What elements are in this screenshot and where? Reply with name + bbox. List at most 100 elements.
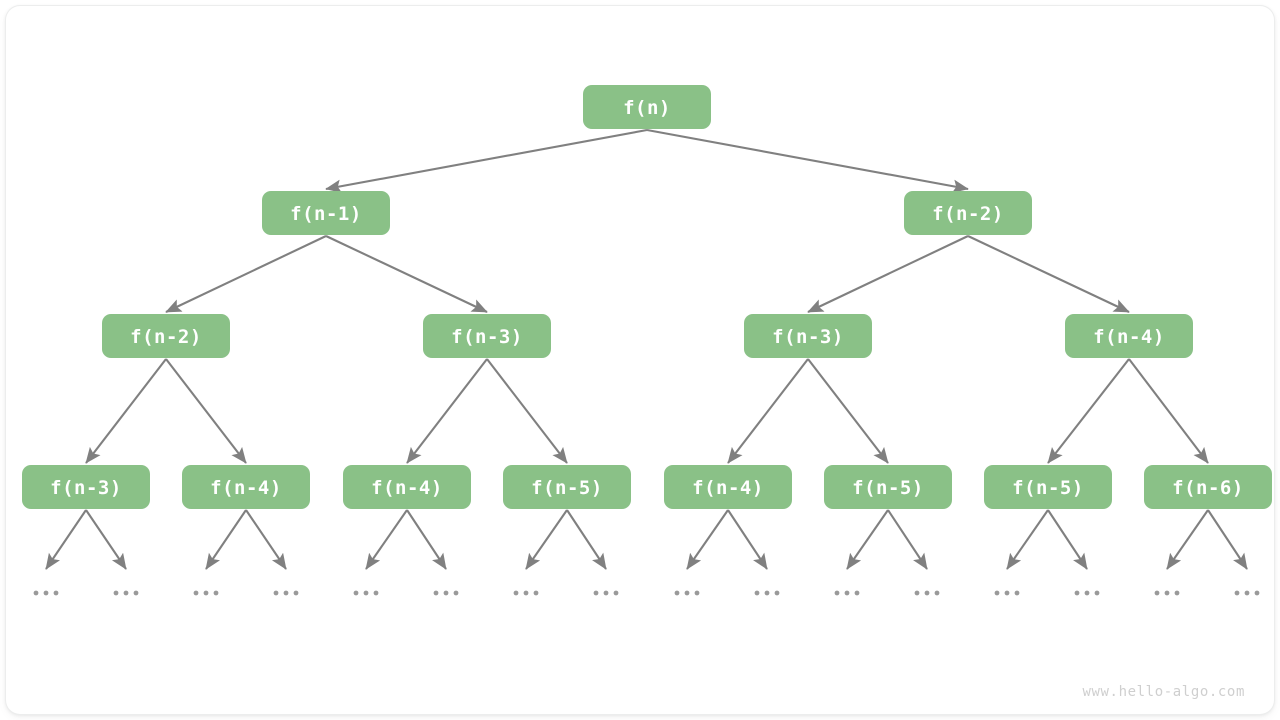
ellipsis-marker [1234,590,1260,596]
leaf-stub-arrow [245,509,287,570]
watermark-label: www.hello-algo.com [1082,684,1245,700]
tree-edge-arrow [486,358,568,464]
ellipsis-dot [533,590,539,596]
ellipsis-dot [453,590,459,596]
node-box [1065,314,1193,358]
ellipsis-marker [674,590,700,596]
ellipsis-dot [924,590,930,596]
tree-node: f(n-3) [22,465,150,509]
ellipsis-dot [834,590,840,596]
ellipsis-dot [854,590,860,596]
ellipsis-dot [1004,590,1010,596]
ellipsis-dot [1094,590,1100,596]
ellipsis-dot [33,590,39,596]
tree-edge-arrow [807,358,889,464]
ellipsis-dot [133,590,139,596]
tree-node: f(n-4) [664,465,792,509]
ellipsis-dot [203,590,209,596]
tree-node: f(n) [583,85,711,129]
ellipsis-marker [1154,590,1180,596]
ellipsis-dot [764,590,770,596]
leaf-stub-arrow [365,509,408,570]
node-label: f(n-4) [371,477,443,499]
edges-layer [85,128,1209,464]
node-box [423,314,551,358]
tree-node: f(n-5) [984,465,1112,509]
ellipsis-dot [694,590,700,596]
tree-node: f(n-6) [1144,465,1272,509]
leaf-stub-arrow [1207,509,1248,570]
node-label: f(n-6) [1172,477,1244,499]
ellipsis-dot [844,590,850,596]
leaf-stub-arrow [205,509,247,570]
tree-edge-arrow [646,128,969,193]
ellipsis-dot [1154,590,1160,596]
node-box [22,465,150,509]
node-label: f(n-5) [852,477,924,499]
tree-node: f(n-4) [182,465,310,509]
leaf-stub-arrow [525,509,568,570]
ellipsis-marker [834,590,860,596]
leaf-stub-arrow [1047,509,1088,570]
tree-node: f(n-2) [904,191,1032,235]
ellipsis-marker [754,590,780,596]
node-label: f(n-4) [1093,326,1165,348]
node-box [824,465,952,509]
ellipsis-dot [1254,590,1260,596]
node-label: f(n-4) [210,477,282,499]
node-box [503,465,631,509]
tree-edge-arrow [165,358,247,464]
ellipsis-dot [443,590,449,596]
tree-edge-arrow [165,235,327,313]
ellipsis-dot [914,590,920,596]
nodes-layer: f(n)f(n-1)f(n-2)f(n-2)f(n-3)f(n-3)f(n-4)… [22,85,1272,509]
tree-edge-arrow [406,358,488,464]
ellipsis-dot [363,590,369,596]
tree-node: f(n-5) [503,465,631,509]
leaf-stub-arrow [566,509,607,570]
ellipsis-marker [33,590,59,596]
node-box [583,85,711,129]
ellipsis-dot [193,590,199,596]
ellipsis-marker [1074,590,1100,596]
node-box [182,465,310,509]
node-label: f(n-5) [531,477,603,499]
ellipsis-dot [113,590,119,596]
node-box [343,465,471,509]
ellipsis-dot [283,590,289,596]
ellipsis-dot [1164,590,1170,596]
tree-edge-arrow [967,235,1130,313]
leaf-stub-arrow [85,509,127,570]
leaf-stub-arrow [727,509,768,570]
ellipsis-dot [293,590,299,596]
ellipsis-marker [433,590,459,596]
ellipsis-dot [1084,590,1090,596]
ellipsis-dot [593,590,599,596]
tree-edge-arrow [85,358,167,464]
leaf-stub-arrow [846,509,889,570]
leaf-stub-arrow [406,509,447,570]
ellipsis-dot [433,590,439,596]
ellipsis-dot [1014,590,1020,596]
tree-node: f(n-4) [1065,314,1193,358]
tree-node: f(n-4) [343,465,471,509]
leaf-stub-arrow [686,509,729,570]
ellipsis-dot [1244,590,1250,596]
ellipsis-dot [373,590,379,596]
ellipsis-dot [774,590,780,596]
ellipsis-dot [523,590,529,596]
ellipsis-dot [754,590,760,596]
tree-edge-arrow [1047,358,1130,464]
leaf-stub-edges-layer [45,509,1248,570]
node-box [1144,465,1272,509]
tree-node: f(n-1) [262,191,390,235]
ellipsis-marker [273,590,299,596]
node-box [744,314,872,358]
ellipsis-marker [914,590,940,596]
node-label: f(n-3) [772,326,844,348]
node-box [904,191,1032,235]
ellipsis-dot [353,590,359,596]
node-box [102,314,230,358]
ellipsis-dot [613,590,619,596]
ellipsis-dot [684,590,690,596]
